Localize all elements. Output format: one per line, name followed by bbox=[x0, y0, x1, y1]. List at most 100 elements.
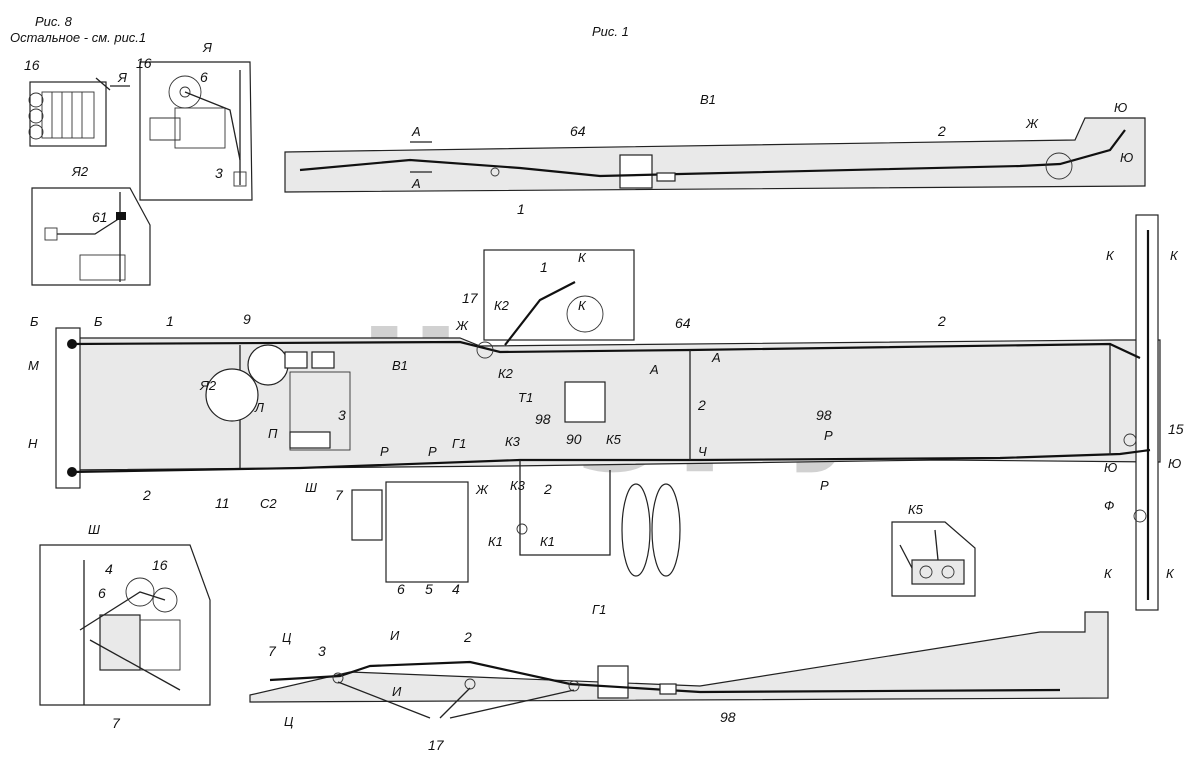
fig8-title: Рис. 8 bbox=[35, 14, 73, 29]
section-k-lower: К bbox=[578, 298, 587, 313]
callout-2-right: 2 bbox=[937, 313, 946, 329]
section-yu-v1-lower: Ю bbox=[1120, 150, 1133, 165]
callout-5: 5 bbox=[425, 581, 433, 597]
section-r-right-upper: Р bbox=[824, 428, 833, 443]
section-a-lower: А bbox=[411, 176, 421, 191]
main-chassis-plan: 1 9 2 11 3 7 17 1 64 2 2 98 90 98 15 6 5… bbox=[28, 214, 1184, 611]
section-a-main-left: А bbox=[649, 362, 659, 377]
section-k-right-b: К bbox=[1170, 248, 1179, 263]
view-k5-title: К5 bbox=[908, 502, 924, 517]
section-yu-right-b: Ю bbox=[1168, 456, 1181, 471]
callout-2-g1: 2 bbox=[463, 629, 472, 645]
callout-15: 15 bbox=[1168, 421, 1184, 437]
callout-98-center: 98 bbox=[535, 411, 551, 427]
section-ts-lower: Ц bbox=[284, 714, 294, 729]
section-k2-upper: К2 bbox=[494, 298, 510, 313]
callout-3-view-ya: 3 bbox=[215, 165, 223, 181]
callout-6-sh: 6 bbox=[98, 585, 106, 601]
section-l: Л bbox=[254, 400, 264, 415]
callout-1-main: 1 bbox=[166, 313, 174, 329]
section-ts-upper: Ц bbox=[282, 630, 292, 645]
section-k1-left: К1 bbox=[488, 534, 503, 549]
view-v1-title: В1 bbox=[700, 92, 716, 107]
callout-90: 90 bbox=[566, 431, 582, 447]
view-g1: Г1 7 3 2 17 98 Ц Ц И И bbox=[249, 602, 1109, 753]
inset-view-ya: Я 16 6 3 bbox=[136, 40, 253, 201]
callout-7-sh: 7 bbox=[112, 715, 121, 731]
callout-11: 11 bbox=[215, 495, 230, 511]
view-ya-title: Я bbox=[202, 40, 212, 55]
callout-98-right: 98 bbox=[816, 407, 832, 423]
section-zh-v1: Ж bbox=[1025, 116, 1039, 131]
view-v1: В1 64 2 1 А А Ж Ю Ю bbox=[284, 92, 1146, 217]
inset-ya-small: 16 Я bbox=[24, 57, 130, 147]
callout-17-main: 17 bbox=[462, 290, 479, 306]
callout-17-g1: 17 bbox=[428, 737, 445, 753]
callout-2-main: 2 bbox=[142, 487, 151, 503]
section-a-main-right: А bbox=[711, 350, 721, 365]
view-g1-title: Г1 bbox=[592, 602, 606, 617]
section-f: Ф bbox=[1104, 498, 1114, 513]
view-ya2-ref: Я2 bbox=[199, 378, 217, 393]
section-b-right: Б bbox=[94, 314, 103, 329]
section-zh-lower: Ж bbox=[475, 482, 489, 497]
view-sh-title: Ш bbox=[88, 522, 100, 537]
callout-2-center: 2 bbox=[697, 397, 706, 413]
section-t1: Т1 bbox=[518, 390, 533, 405]
section-k-right-a: К bbox=[1106, 248, 1115, 263]
callout-1-v1: 1 bbox=[517, 201, 525, 217]
section-b-left: Б bbox=[30, 314, 39, 329]
callout-7-main: 7 bbox=[335, 487, 344, 503]
section-r-left-b: Р bbox=[428, 444, 437, 459]
callout-4-main: 4 bbox=[452, 581, 460, 597]
callout-16: 16 bbox=[24, 57, 40, 73]
section-n: Н bbox=[28, 436, 38, 451]
callout-64-v1: 64 bbox=[570, 123, 586, 139]
view-g1-ref: Г1 bbox=[452, 436, 466, 451]
callout-98-g1: 98 bbox=[720, 709, 736, 725]
callout-6-view-ya: 6 bbox=[200, 69, 208, 85]
callout-1-k: 1 bbox=[540, 259, 548, 275]
callout-16-view-ya: 16 bbox=[136, 55, 152, 71]
section-s2: С2 bbox=[260, 496, 277, 511]
fig8-note: Остальное - см. рис.1 bbox=[10, 30, 146, 45]
callout-3-main: 3 bbox=[338, 407, 346, 423]
section-zh-main: Ж bbox=[455, 318, 469, 333]
section-yu-right-a: Ю bbox=[1104, 460, 1117, 475]
callout-9: 9 bbox=[243, 311, 251, 327]
callout-64-main: 64 bbox=[675, 315, 691, 331]
section-k3-lower: К3 bbox=[510, 478, 526, 493]
section-r-right-lower: Р bbox=[820, 478, 829, 493]
callout-2-v1: 2 bbox=[937, 123, 946, 139]
callout-61: 61 bbox=[92, 209, 108, 225]
callout-16-sh: 16 bbox=[152, 557, 168, 573]
callout-3-g1: 3 bbox=[318, 643, 326, 659]
section-i-lower: И bbox=[392, 684, 402, 699]
callout-7-g1: 7 bbox=[268, 643, 277, 659]
inset-view-ya2: Я2 61 bbox=[31, 164, 151, 286]
section-k-right-c: К bbox=[1104, 566, 1113, 581]
callout-6-main: 6 bbox=[397, 581, 405, 597]
fig1-title: Рис. 1 bbox=[592, 24, 629, 39]
section-k5-main: К5 bbox=[606, 432, 622, 447]
callout-4-sh: 4 bbox=[105, 561, 113, 577]
callout-2-k1: 2 bbox=[543, 481, 552, 497]
section-ya-label: Я bbox=[117, 70, 127, 85]
section-k-right-d: К bbox=[1166, 566, 1175, 581]
section-yu-v1-upper: Ю bbox=[1114, 100, 1127, 115]
view-ya2-title: Я2 bbox=[71, 164, 89, 179]
section-i-upper: И bbox=[390, 628, 400, 643]
section-k2-lower: К2 bbox=[498, 366, 514, 381]
section-a-upper: А bbox=[411, 124, 421, 139]
section-k1-right: К1 bbox=[540, 534, 555, 549]
inset-view-k5: К5 bbox=[891, 502, 976, 597]
inset-view-sh: Ш 4 16 6 7 bbox=[39, 522, 211, 731]
section-sh-main: Ш bbox=[305, 480, 317, 495]
section-r-left-a: Р bbox=[380, 444, 389, 459]
section-m: М bbox=[28, 358, 39, 373]
section-ch: Ч bbox=[698, 444, 707, 459]
view-v1-ref: В1 bbox=[392, 358, 408, 373]
section-p: П bbox=[268, 426, 278, 441]
